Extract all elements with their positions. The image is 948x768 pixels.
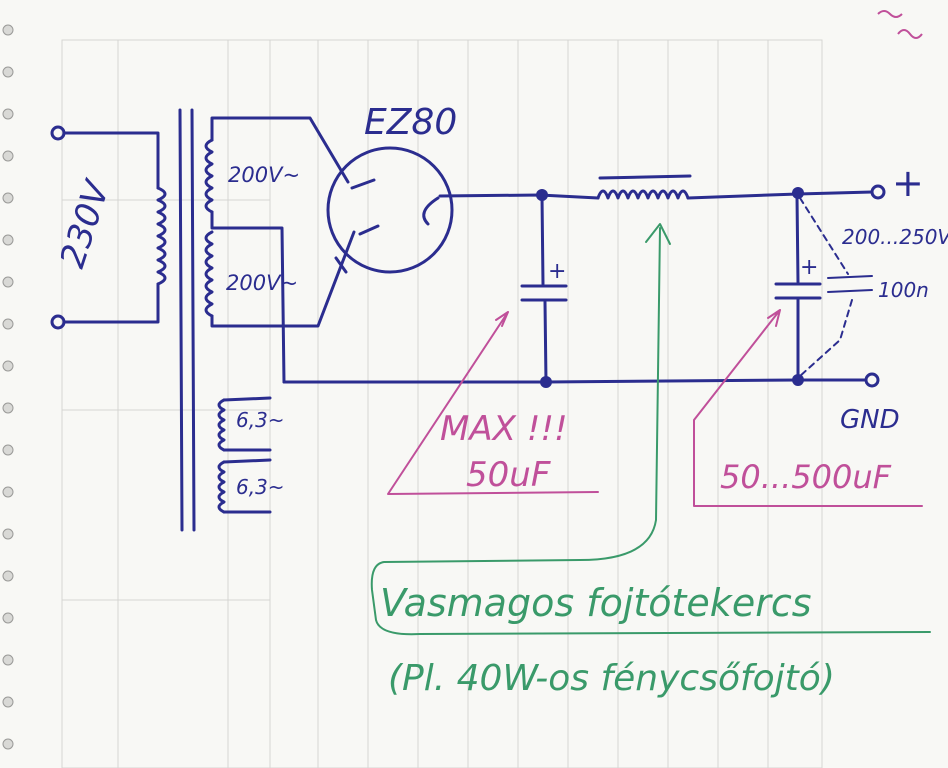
heater-winding-1 bbox=[217, 398, 226, 452]
heater-winding-2-label: 6,3~ bbox=[236, 475, 285, 499]
bypass-capacitor-100n bbox=[799, 197, 873, 377]
cap-range-annotation: 50...500uF bbox=[720, 458, 892, 496]
hv-winding-1 bbox=[204, 138, 214, 214]
choke bbox=[596, 174, 692, 200]
output-gnd-terminal bbox=[864, 372, 880, 388]
max-cap-warning-line1: MAX !!! bbox=[440, 409, 568, 449]
rectifier-tube-ez80 bbox=[326, 146, 454, 274]
max-cap-callout-frame bbox=[387, 311, 599, 495]
primary-winding bbox=[156, 186, 167, 286]
hv-winding-2-lead bbox=[210, 230, 356, 328]
output-plus-label: + bbox=[892, 161, 924, 205]
range-cap-callout-frame bbox=[693, 309, 923, 507]
choke-note-arrowhead bbox=[645, 223, 671, 245]
hv-winding-2-label: 200V~ bbox=[226, 271, 298, 295]
hv-winding-1-label: 200V~ bbox=[228, 163, 300, 187]
filter-capacitor-1 bbox=[520, 194, 568, 384]
cap-1-polarity-mark: + bbox=[548, 259, 566, 284]
filter-capacitor-2 bbox=[774, 194, 822, 382]
plate-wire bbox=[438, 193, 600, 200]
output-plus-terminal bbox=[870, 184, 886, 200]
output-voltage-label: 200...250V bbox=[842, 225, 948, 249]
hv-winding-1-lead bbox=[210, 116, 350, 184]
hv-winding-1-centre bbox=[210, 210, 272, 230]
corner-scribble bbox=[877, 10, 923, 39]
centre-tap-wire bbox=[268, 226, 286, 384]
cap-2-polarity-mark: + bbox=[800, 255, 818, 280]
transformer-core bbox=[178, 108, 196, 532]
choke-note-arrow bbox=[370, 227, 931, 636]
bypass-cap-label: 100n bbox=[878, 278, 929, 302]
heater-winding-2 bbox=[217, 460, 226, 514]
spiral-binding bbox=[2, 24, 14, 750]
choke-output-wire bbox=[686, 190, 874, 200]
ground-rail bbox=[282, 378, 868, 384]
heater-winding-1-label: 6,3~ bbox=[236, 408, 285, 432]
ground-label: GND bbox=[840, 405, 900, 435]
heater-winding-2-leads bbox=[222, 458, 272, 514]
hv-winding-2 bbox=[204, 230, 214, 318]
mains-terminals bbox=[50, 125, 160, 330]
tube-label: EZ80 bbox=[364, 102, 457, 143]
junction-dots bbox=[536, 187, 804, 388]
choke-note-line1: Vasmagos fojtótekercs bbox=[380, 581, 812, 625]
max-cap-warning-line2: 50uF bbox=[466, 455, 551, 495]
heater-winding-1-leads bbox=[222, 396, 272, 452]
paper-grid bbox=[61, 39, 823, 768]
choke-note-line2: (Pl. 40W-os fénycsőfojtó) bbox=[388, 658, 835, 699]
